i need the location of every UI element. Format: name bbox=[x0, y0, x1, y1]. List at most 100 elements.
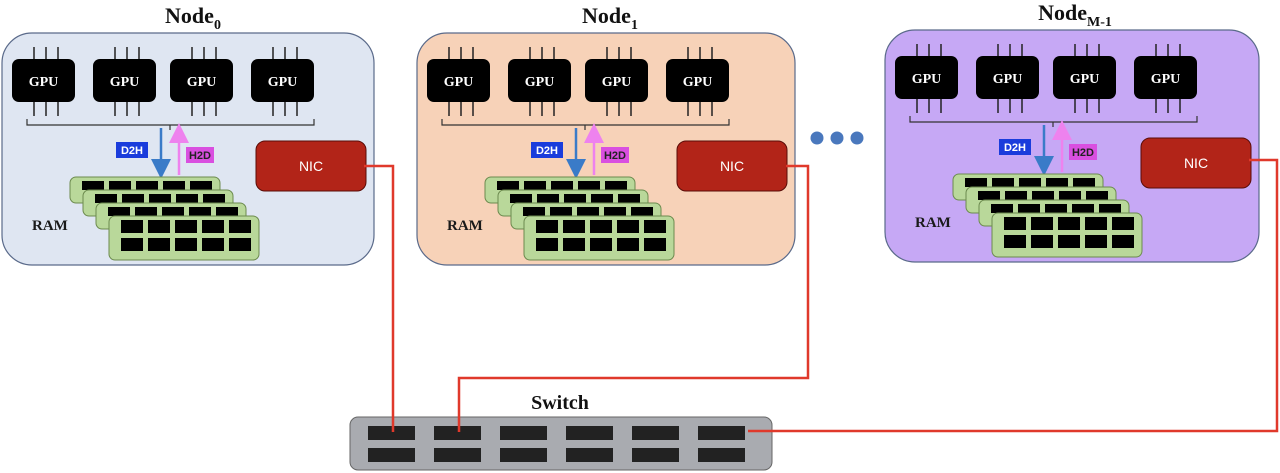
ram-chip bbox=[965, 178, 987, 187]
nic-label: NIC bbox=[1184, 155, 1208, 171]
node-title-main: Node bbox=[165, 3, 214, 28]
ram-chip bbox=[1085, 235, 1107, 248]
switch-port bbox=[698, 448, 745, 462]
gpu-chip: GPU bbox=[93, 47, 156, 116]
gpu-body bbox=[170, 59, 233, 102]
ram-chip bbox=[189, 207, 211, 216]
ram-chip bbox=[1031, 235, 1053, 248]
switch-port bbox=[434, 448, 481, 462]
ram-chip bbox=[577, 207, 599, 216]
wire-nodeM1-switch bbox=[748, 158, 1279, 433]
node-title-main: Node bbox=[1038, 0, 1087, 25]
ram-chip bbox=[121, 238, 143, 251]
ram-chip bbox=[136, 181, 158, 190]
d2h-tag bbox=[531, 142, 563, 158]
switch-port bbox=[632, 426, 679, 440]
ram-chip bbox=[1059, 191, 1081, 200]
ram-chip bbox=[176, 194, 198, 203]
ram-chip bbox=[135, 207, 157, 216]
gpu-label: GPU bbox=[912, 72, 942, 87]
ellipsis-dots bbox=[810, 131, 864, 145]
ram-chip bbox=[163, 181, 185, 190]
ram-chip bbox=[563, 220, 585, 233]
ram-chip bbox=[1046, 178, 1068, 187]
ram-chip bbox=[121, 220, 143, 233]
ram-chip bbox=[992, 178, 1014, 187]
gpu-label: GPU bbox=[444, 75, 474, 90]
gpu-label: GPU bbox=[110, 75, 140, 90]
ellipsis-dot bbox=[850, 131, 864, 145]
h2d-label: H2D bbox=[189, 150, 211, 162]
ram-chip bbox=[644, 238, 666, 251]
node-title-subscript: 0 bbox=[214, 18, 221, 33]
switch-port bbox=[500, 448, 547, 462]
ram-chip bbox=[578, 181, 600, 190]
node-title: Node1 bbox=[582, 3, 638, 33]
ram-chip bbox=[1112, 217, 1134, 230]
gpu-body bbox=[427, 59, 490, 102]
ellipsis-dot bbox=[810, 131, 824, 145]
ram-chip bbox=[229, 238, 251, 251]
ram-chip bbox=[1045, 204, 1067, 213]
ram-chip bbox=[1086, 191, 1108, 200]
gpu-chip: GPU bbox=[976, 44, 1039, 113]
ram-module bbox=[991, 212, 1143, 258]
ram-chip bbox=[229, 220, 251, 233]
gpu-label: GPU bbox=[1151, 72, 1181, 87]
ram-chip bbox=[631, 207, 653, 216]
ram-chip bbox=[202, 238, 224, 251]
h2d-label: H2D bbox=[1072, 147, 1094, 159]
gpu-chip: GPU bbox=[427, 47, 490, 116]
network-wires bbox=[364, 158, 1279, 433]
node-title-subscript: 1 bbox=[631, 18, 638, 33]
d2h-label: D2H bbox=[536, 145, 558, 157]
switch-port bbox=[368, 426, 415, 440]
gpu-body bbox=[666, 59, 729, 102]
wire-node1-switch bbox=[457, 164, 810, 432]
switch-port bbox=[632, 448, 679, 462]
gpu-body bbox=[1134, 56, 1197, 99]
ram-chip bbox=[1004, 235, 1026, 248]
nic-label: NIC bbox=[720, 158, 744, 174]
ram-chip bbox=[1032, 191, 1054, 200]
ram-chip bbox=[978, 191, 1000, 200]
h2d-label: H2D bbox=[604, 150, 626, 162]
node-title-subscript: M-1 bbox=[1087, 15, 1112, 30]
ram-chip bbox=[618, 194, 640, 203]
ram-chip bbox=[149, 194, 171, 203]
ram-chip bbox=[1031, 217, 1053, 230]
gpu-body bbox=[93, 59, 156, 102]
h2d-tag bbox=[186, 147, 214, 163]
ram-chip bbox=[524, 181, 546, 190]
nic-label: NIC bbox=[299, 158, 323, 174]
ram-chip bbox=[162, 207, 184, 216]
switch-body bbox=[349, 416, 773, 471]
d2h-tag bbox=[999, 139, 1031, 155]
switch-port bbox=[500, 426, 547, 440]
node-title: NodeM-1 bbox=[1038, 0, 1112, 30]
ram-chip bbox=[536, 238, 558, 251]
gpu-body bbox=[251, 59, 314, 102]
ram-chip bbox=[510, 194, 532, 203]
gpu-label: GPU bbox=[602, 75, 632, 90]
gpu-chip: GPU bbox=[170, 47, 233, 116]
ram-chip bbox=[523, 207, 545, 216]
gpu-body bbox=[508, 59, 571, 102]
gpu-body bbox=[895, 56, 958, 99]
ram-module bbox=[523, 215, 675, 261]
ram-chip bbox=[550, 207, 572, 216]
ram-chip bbox=[991, 204, 1013, 213]
ram-chip bbox=[564, 194, 586, 203]
d2h-label: D2H bbox=[1004, 142, 1026, 154]
ram-chip bbox=[216, 207, 238, 216]
ram-chip bbox=[591, 194, 613, 203]
h2d-tag bbox=[1069, 144, 1097, 160]
switch-label: Switch bbox=[531, 392, 589, 414]
ram-chip bbox=[82, 181, 104, 190]
ellipsis-dot bbox=[830, 131, 844, 145]
ram-chip bbox=[148, 220, 170, 233]
gpu-label: GPU bbox=[525, 75, 555, 90]
gpu-label: GPU bbox=[268, 75, 298, 90]
